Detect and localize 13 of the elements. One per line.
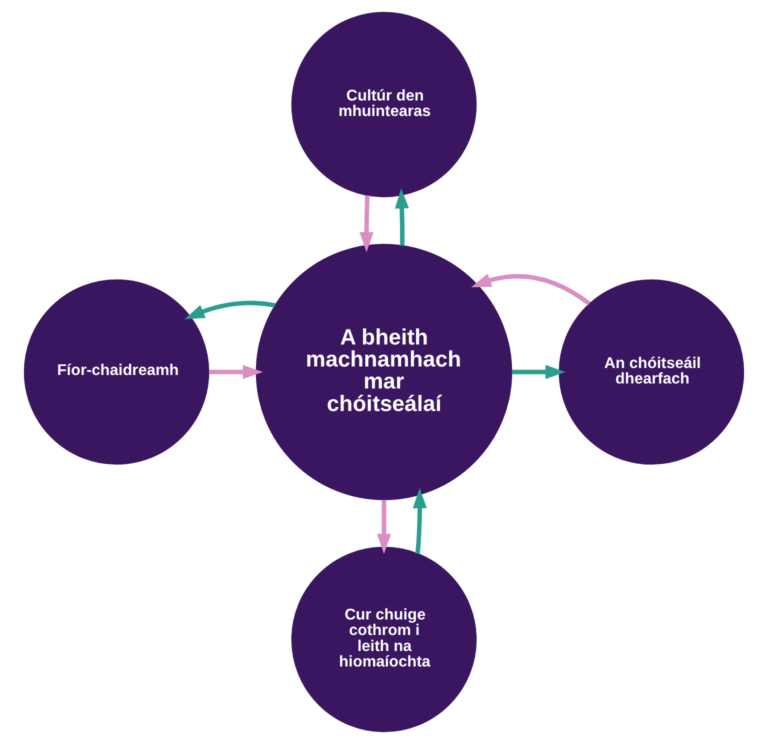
arrow (208, 364, 262, 380)
arrow (359, 195, 374, 252)
node-circle: A bheith machnamhach mar chóitseálaí (255, 244, 512, 500)
arrow (511, 364, 566, 380)
node-circle: Cur chuige cothrom i leith na hiomaíochta (290, 546, 476, 732)
arrow (184, 300, 275, 320)
arrow (470, 274, 590, 306)
arrow (412, 488, 426, 554)
node-circle: An chóitseáil dhearfach (558, 279, 744, 465)
node-circle: Cultúr den mhuintearas (290, 12, 476, 198)
arrow (394, 188, 408, 246)
arrow (376, 500, 391, 554)
node-circle: Fíor-chaidreamh (23, 279, 209, 465)
